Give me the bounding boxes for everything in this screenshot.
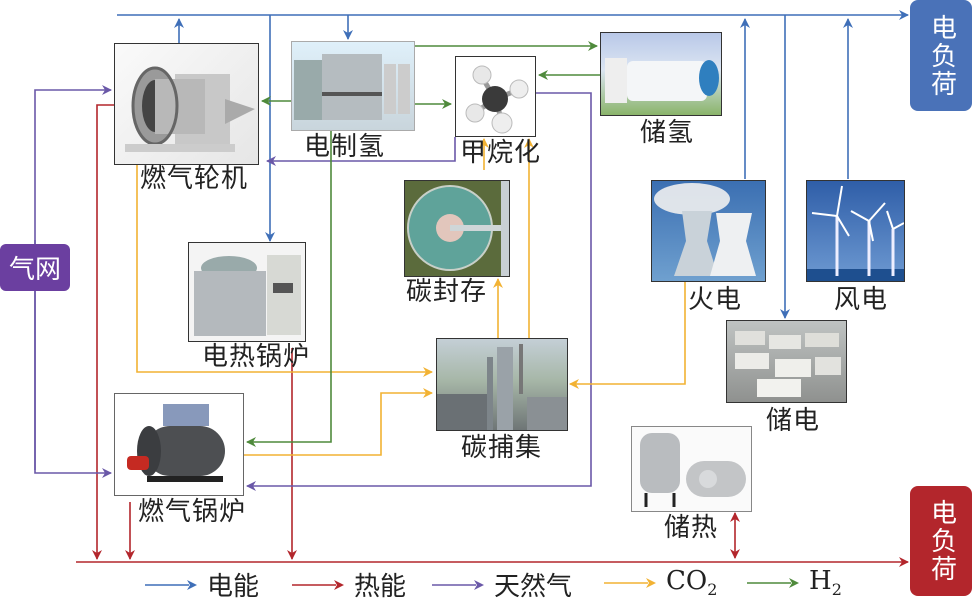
battery-storage-label: 储电 bbox=[766, 406, 821, 436]
legend-label: 天然气 bbox=[494, 572, 573, 602]
heat-storage-label: 储热 bbox=[664, 513, 719, 543]
legend-label: H2 bbox=[809, 566, 842, 599]
heat-storage-image bbox=[631, 426, 752, 512]
carbon-storage-icon bbox=[407, 181, 509, 276]
thermal-power-label: 火电 bbox=[688, 285, 743, 315]
hydrogen-tank-icon bbox=[605, 58, 719, 103]
legend-arrow-purple-icon bbox=[432, 579, 484, 590]
legend-arrow-yellow-icon bbox=[604, 577, 656, 588]
flow-thermal-co2 bbox=[569, 282, 686, 389]
battery-container-icon bbox=[735, 331, 841, 397]
heat-load-box: 电负荷 bbox=[910, 486, 972, 596]
electrolysis-label: 电制氢 bbox=[304, 132, 386, 162]
heat-tank-icon bbox=[640, 433, 746, 507]
methane-molecule-icon bbox=[465, 65, 529, 134]
gas-boiler-label: 燃气锅炉 bbox=[138, 497, 247, 527]
methanation-label: 甲烷化 bbox=[460, 138, 542, 168]
electric-load-box: 电负荷 bbox=[910, 0, 972, 111]
wind-turbine-icon bbox=[807, 185, 904, 281]
flow-turbine-co2 bbox=[136, 164, 433, 377]
h2-storage-image bbox=[600, 32, 722, 116]
carbon-storage-label: 碳封存 bbox=[406, 277, 488, 307]
flow-turbine-heat bbox=[92, 104, 114, 560]
methanation-image bbox=[455, 56, 536, 137]
electric-boiler-image bbox=[188, 242, 306, 342]
gas-turbine-image bbox=[114, 43, 259, 165]
legend-arrow-blue-icon bbox=[145, 579, 197, 590]
co2-flows bbox=[136, 138, 686, 456]
electrolysis-image bbox=[291, 41, 415, 131]
gas-boiler-icon bbox=[127, 404, 225, 482]
wind-power-label: 风电 bbox=[834, 285, 889, 315]
electric-boiler-label: 电热锅炉 bbox=[202, 342, 311, 372]
carbon-capture-image bbox=[436, 338, 568, 431]
h2-flows bbox=[246, 41, 600, 447]
legend-label: CO2 bbox=[666, 566, 718, 599]
cooling-tower-icon bbox=[654, 183, 756, 276]
heat-flows bbox=[76, 104, 909, 567]
flow-gas-boiler-co2 bbox=[244, 388, 433, 456]
gas-turbine-icon bbox=[125, 66, 255, 152]
legend-item-co2: CO2 bbox=[604, 566, 717, 599]
flow-electrolysis-to-gas-boiler bbox=[246, 131, 332, 447]
thermal-power-image bbox=[651, 180, 766, 282]
electrolyzer-icon bbox=[294, 54, 410, 120]
gas-flows bbox=[34, 85, 592, 491]
legend-item-gas: 天然气 bbox=[432, 566, 572, 603]
electric-boiler-icon bbox=[194, 255, 301, 336]
flow-methane-to-gas-boiler bbox=[246, 92, 592, 491]
legend-label: 电能 bbox=[207, 572, 260, 602]
carbon-capture-label: 碳捕集 bbox=[461, 433, 543, 463]
carbon-storage-image bbox=[404, 180, 510, 277]
wind-power-image bbox=[806, 180, 905, 282]
legend-arrow-green-icon bbox=[747, 577, 799, 588]
flow-grid-to-gas-boiler bbox=[34, 240, 112, 478]
legend-item-heat: 热能 bbox=[292, 566, 406, 603]
h2-storage-label: 储氢 bbox=[640, 118, 695, 148]
gas-grid-box: 气网 bbox=[0, 244, 70, 291]
gas-turbine-label: 燃气轮机 bbox=[140, 164, 249, 194]
electric-flows bbox=[117, 10, 909, 319]
legend-item-electric: 电能 bbox=[145, 566, 259, 603]
battery-storage-image bbox=[726, 320, 847, 403]
flow-methane-to-turbine bbox=[266, 137, 456, 166]
capture-plant-icon bbox=[437, 344, 567, 430]
legend-label: 热能 bbox=[354, 572, 407, 602]
legend-arrow-red-icon bbox=[292, 579, 344, 590]
gas-boiler-image bbox=[114, 393, 244, 496]
legend-item-h2: H2 bbox=[747, 566, 842, 599]
